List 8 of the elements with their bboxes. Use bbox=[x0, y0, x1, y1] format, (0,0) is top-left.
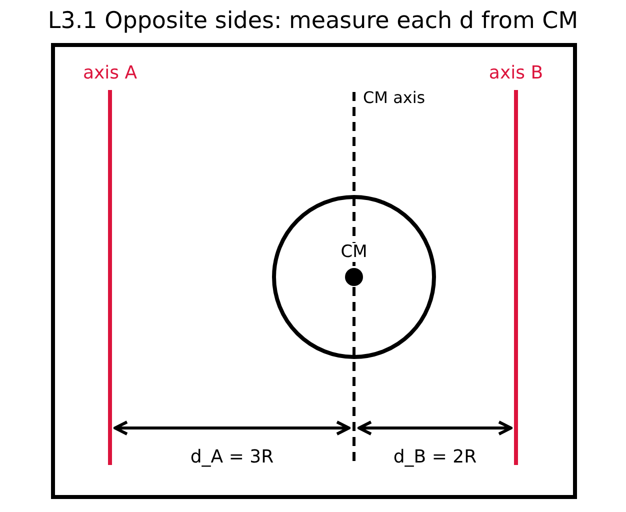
diagram-title: L3.1 Opposite sides: measure each d from CM bbox=[46, 8, 580, 34]
center-of-mass-label: CM bbox=[340, 243, 368, 262]
dimension-label: d_A = 3R bbox=[190, 448, 274, 468]
axis-label: axis A bbox=[82, 64, 138, 84]
axis-label: CM axis bbox=[363, 88, 426, 108]
axis-label: axis B bbox=[488, 64, 544, 84]
mass-circle bbox=[272, 195, 436, 359]
dimension-label: d_B = 2R bbox=[393, 448, 477, 468]
